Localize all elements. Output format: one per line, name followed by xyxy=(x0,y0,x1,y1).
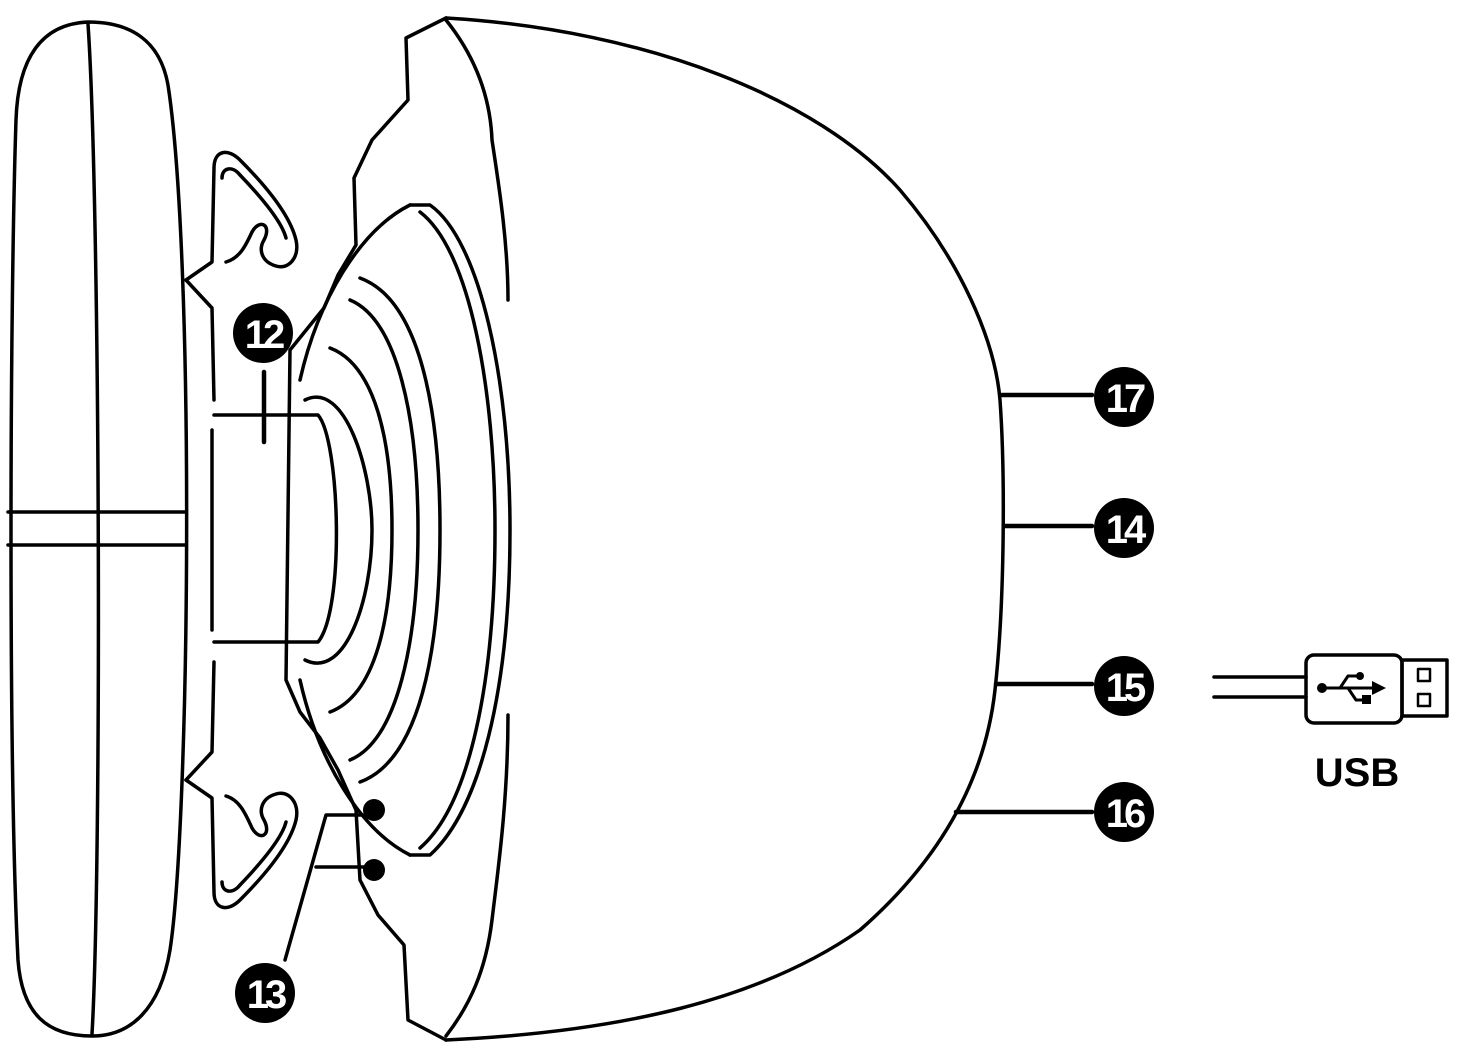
lower-clip xyxy=(184,660,299,910)
callout-12-label: 12 xyxy=(245,313,284,357)
callout-14: 14 xyxy=(1094,498,1154,558)
callout-12: 12 xyxy=(233,303,293,363)
callout-13-label: 13 xyxy=(247,973,286,1017)
audio-jacks xyxy=(363,799,385,881)
front-ring xyxy=(284,16,510,1042)
callout-15: 15 xyxy=(1094,656,1154,716)
leader-lines xyxy=(261,369,1095,962)
callout-13: 13 xyxy=(235,963,295,1023)
speaker-base xyxy=(6,20,189,1038)
driver-rings xyxy=(298,203,512,857)
speaker-body xyxy=(444,16,1006,1042)
callout-17-label: 17 xyxy=(1106,377,1145,421)
callout-17: 17 xyxy=(1094,367,1154,427)
jack-top xyxy=(363,799,385,821)
jack-bottom xyxy=(363,859,385,881)
callout-16: 16 xyxy=(1094,782,1154,842)
callout-14-label: 14 xyxy=(1106,508,1147,552)
usb-trident-icon xyxy=(1317,672,1386,704)
upper-clip xyxy=(184,150,299,402)
leader-13a xyxy=(283,813,368,962)
neck-connector xyxy=(210,413,339,644)
callout-15-label: 15 xyxy=(1106,666,1146,710)
callout-16-label: 16 xyxy=(1106,792,1145,836)
usb-plug-icon xyxy=(1212,653,1449,725)
usb-label: USB xyxy=(1315,751,1399,795)
